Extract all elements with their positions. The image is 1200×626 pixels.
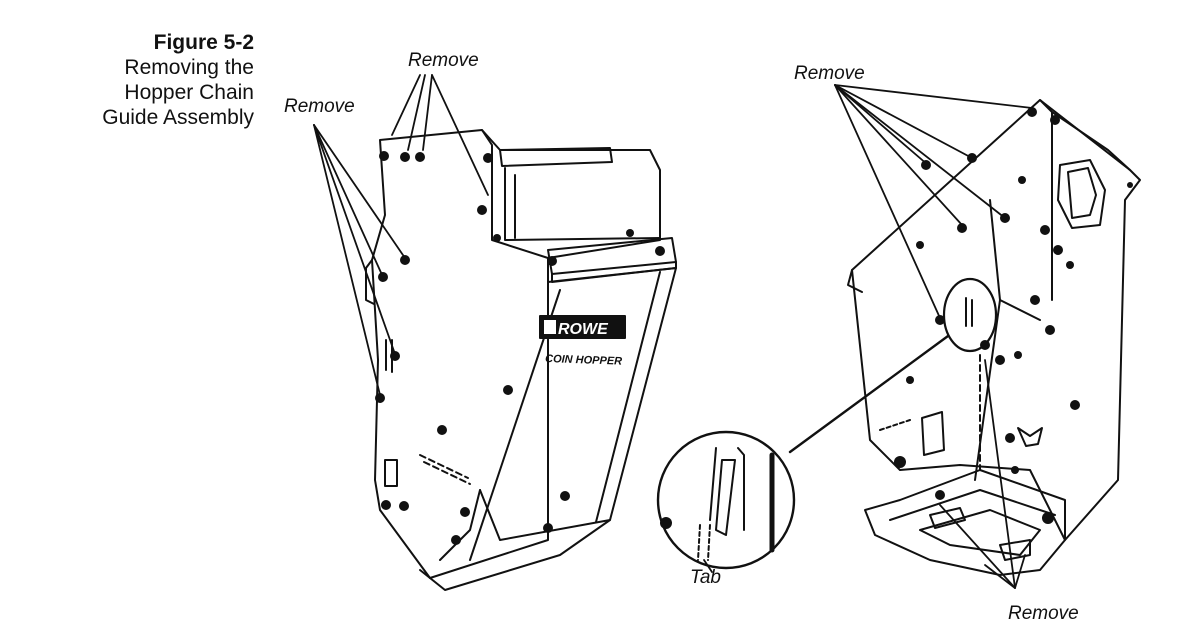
callout-remove-bottom-right: Remove <box>1008 603 1079 624</box>
hopper-logo <box>539 315 626 339</box>
figure-title-line-3: Guide Assembly <box>102 106 254 129</box>
left-callout-leaders <box>313 74 489 396</box>
right-hopper-drawing <box>847 99 1141 576</box>
fastener-dots <box>375 107 1133 545</box>
hopper-name-text: COIN HOPPER <box>545 353 622 368</box>
hopper-brand-text: ROWE <box>558 321 609 338</box>
figure-title-line-2: Hopper Chain <box>124 81 254 104</box>
figure-title-line-1: Removing the <box>124 56 254 79</box>
callout-remove-top-left: Remove <box>408 50 479 71</box>
callout-remove-left: Remove <box>284 96 355 117</box>
figure-caption: Figure 5-2 Removing the Hopper Chain Gui… <box>102 30 254 130</box>
left-hopper-drawing <box>365 129 677 591</box>
tab-detail-zoom <box>656 334 950 570</box>
figure-number: Figure 5-2 <box>153 31 254 54</box>
tab-leader <box>703 559 713 573</box>
callout-remove-top-right: Remove <box>794 63 865 84</box>
callout-tab: Tab <box>690 567 721 588</box>
right-callout-leaders-bottom <box>939 359 1026 589</box>
right-callout-leaders-top <box>834 84 1033 319</box>
